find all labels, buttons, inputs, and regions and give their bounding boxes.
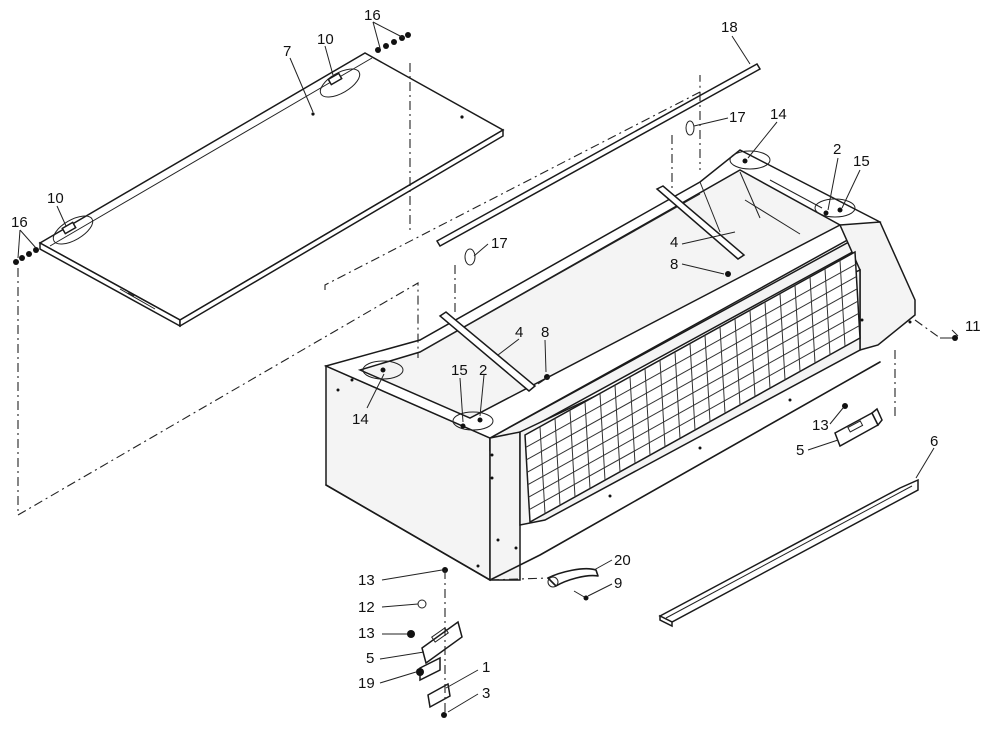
callout-17-left: 17 bbox=[491, 235, 508, 252]
callout-1: 1 bbox=[482, 659, 490, 676]
callout-13-right: 13 bbox=[812, 417, 829, 434]
callout-17-right: 17 bbox=[729, 109, 746, 126]
mesh-wire-vertical bbox=[569, 410, 576, 497]
callout-2-right: 2 bbox=[833, 141, 841, 158]
mesh-wire-vertical bbox=[689, 343, 696, 431]
handle-20 bbox=[547, 567, 599, 588]
callout-9: 9 bbox=[614, 575, 622, 592]
alignment-lines bbox=[17, 63, 941, 712]
clip-17-left bbox=[464, 248, 476, 266]
mesh-wire-vertical bbox=[809, 276, 816, 364]
callout-4-right: 4 bbox=[670, 234, 678, 251]
callout-labels: 16 10 7 18 17 14 2 15 10 16 17 4 8 4 8 1… bbox=[11, 7, 981, 702]
callout-13-top: 13 bbox=[358, 572, 375, 589]
mesh-wire-vertical bbox=[734, 318, 741, 405]
box-body bbox=[323, 149, 916, 582]
mesh-wire-vertical bbox=[614, 385, 621, 472]
callout-4-left: 4 bbox=[515, 324, 523, 341]
callout-11: 11 bbox=[965, 318, 981, 335]
mesh-wire-horizontal bbox=[529, 325, 860, 511]
callout-5-bottom: 5 bbox=[366, 650, 374, 667]
mesh-wire-vertical bbox=[779, 293, 786, 380]
callout-20: 20 bbox=[614, 552, 631, 569]
screw-set-16-left bbox=[13, 247, 39, 265]
callout-12: 12 bbox=[358, 599, 375, 616]
callout-8-right: 8 bbox=[670, 256, 678, 273]
mesh-wire-vertical bbox=[584, 401, 591, 489]
mesh-wire-horizontal bbox=[527, 300, 859, 486]
leader-lines bbox=[17, 21, 959, 713]
callout-10-top: 10 bbox=[317, 31, 334, 48]
mesh-wire-vertical bbox=[554, 418, 561, 506]
mesh-wire-vertical bbox=[719, 326, 726, 414]
hinge-stack bbox=[407, 567, 463, 718]
rod-18 bbox=[435, 62, 762, 248]
mesh-wire-horizontal bbox=[526, 276, 857, 461]
callout-13-mid: 13 bbox=[358, 625, 375, 642]
lid-panel bbox=[38, 52, 505, 328]
callout-18: 18 bbox=[721, 19, 738, 36]
callout-16-top: 16 bbox=[364, 7, 381, 24]
mesh-wire-horizontal bbox=[525, 263, 856, 448]
mesh-wire-vertical bbox=[629, 376, 636, 464]
callout-15-left: 15 bbox=[451, 362, 468, 379]
screw-9 bbox=[573, 590, 589, 601]
mesh-wire-vertical bbox=[839, 260, 846, 347]
mesh-wire-vertical bbox=[644, 368, 651, 456]
mesh-wire-vertical bbox=[539, 426, 546, 514]
mesh-wire-vertical bbox=[764, 301, 771, 389]
rail-6 bbox=[658, 478, 919, 628]
screw-set-16-top bbox=[375, 32, 411, 53]
callout-7: 7 bbox=[283, 43, 291, 60]
callout-19: 19 bbox=[358, 675, 375, 692]
clip-17-right bbox=[685, 120, 695, 136]
wire-mesh-grille bbox=[524, 250, 861, 524]
support-arm-left bbox=[438, 311, 551, 392]
callout-10-left: 10 bbox=[47, 190, 64, 207]
callout-8-left: 8 bbox=[541, 324, 549, 341]
callout-14-right: 14 bbox=[770, 106, 787, 123]
callout-5-right: 5 bbox=[796, 442, 804, 459]
mesh-wire-vertical bbox=[704, 335, 711, 422]
mesh-wire-vertical bbox=[749, 310, 756, 397]
screw-11 bbox=[940, 335, 958, 341]
mesh-wire-vertical bbox=[794, 285, 801, 372]
mesh-wire-vertical bbox=[659, 360, 666, 447]
callout-14-left: 14 bbox=[352, 411, 369, 428]
callout-15-right: 15 bbox=[853, 153, 870, 170]
mesh-wire-vertical bbox=[599, 393, 606, 481]
mesh-wire-vertical bbox=[824, 268, 831, 355]
bracket-5-right bbox=[834, 403, 883, 448]
callout-2-left: 2 bbox=[479, 362, 487, 379]
support-arm-right bbox=[655, 185, 746, 277]
callout-16-left: 16 bbox=[11, 214, 28, 231]
mesh-wire-vertical bbox=[674, 351, 681, 439]
callout-3: 3 bbox=[482, 685, 490, 702]
callout-6: 6 bbox=[930, 433, 938, 450]
mesh-wire-horizontal bbox=[528, 312, 859, 498]
mesh-wire-horizontal bbox=[526, 288, 858, 473]
